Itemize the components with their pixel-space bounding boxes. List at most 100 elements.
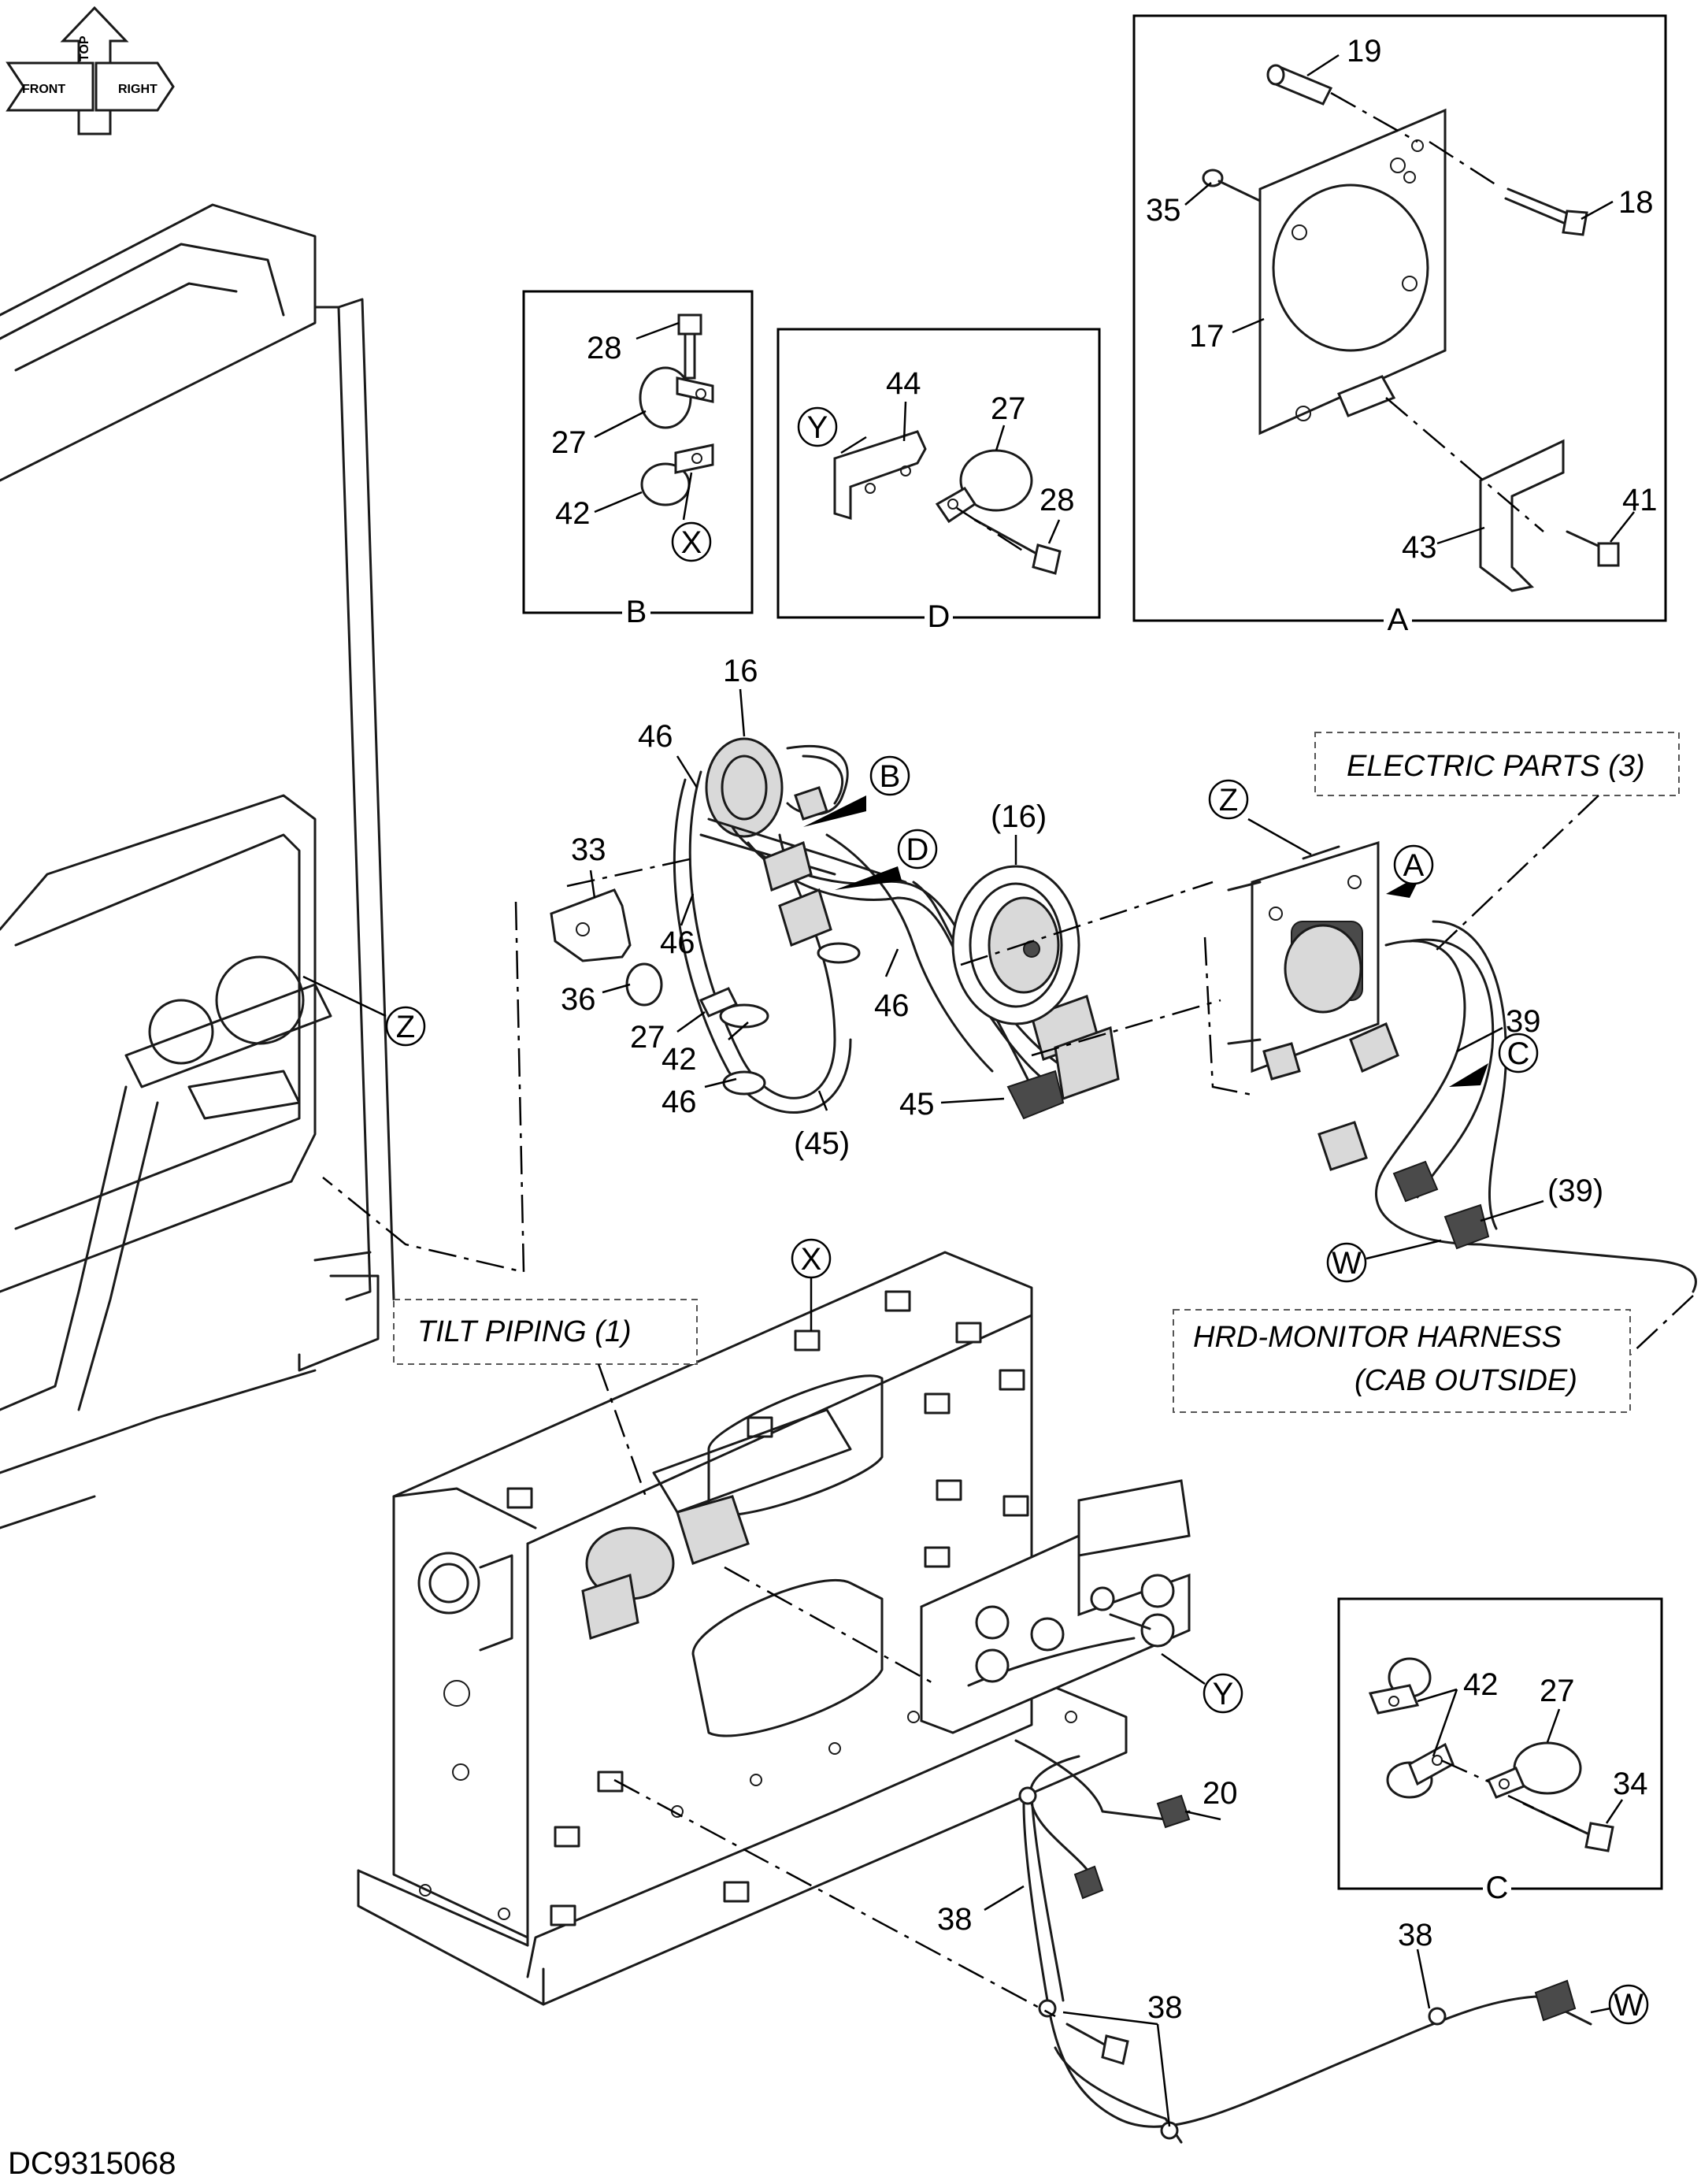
callout-43: 43 [1402, 530, 1437, 565]
ref-circle-z-right [1208, 779, 1249, 820]
detail-a-label: A [1388, 603, 1409, 637]
callout-27-d: 27 [991, 391, 1026, 426]
orient-front-label: FRONT [22, 83, 65, 96]
ref-circle-c [1498, 1033, 1539, 1073]
callout-45-ref: (45) [794, 1126, 850, 1161]
clip-36 [625, 962, 663, 1007]
callout-17: 17 [1189, 319, 1225, 354]
callout-46-mid: 46 [660, 925, 695, 960]
bolt-28-b [677, 313, 702, 380]
detail-d-frame: D 44 Y 27 28 [776, 328, 1101, 634]
callout-41: 41 [1622, 483, 1658, 517]
callout-28-b: 28 [587, 331, 622, 365]
ref-circle-w-bottom [1608, 1984, 1649, 2025]
callout-20: 20 [1203, 1776, 1238, 1811]
callout-38-right: 38 [1398, 1918, 1433, 1952]
callout-42-main: 42 [662, 1042, 697, 1077]
bracket-33 [550, 888, 632, 962]
orient-top-label: TOP [78, 35, 91, 61]
ref-circle-x-b [671, 521, 712, 562]
callout-35: 35 [1146, 193, 1181, 228]
callout-46-top: 46 [638, 719, 673, 754]
electric-parts-note-box [1314, 732, 1680, 796]
ref-z-left-group: Z [302, 975, 426, 1047]
clip-42-c-upper [1368, 1657, 1432, 1715]
ref-d: D [906, 832, 929, 867]
callout-36: 36 [561, 982, 596, 1017]
hrd-harness-note-line2: (CAB OUTSIDE) [1354, 1364, 1577, 1397]
ref-c: C [1507, 1036, 1530, 1071]
bolt-18 [1504, 187, 1588, 236]
ref-w-top: W [1332, 1246, 1362, 1281]
ref-x-b: X [681, 525, 702, 560]
clamp-27-d [935, 449, 1033, 524]
callout-16-ref: (16) [991, 799, 1047, 834]
ref-z-left: Z [396, 1010, 415, 1044]
detail-b-frame: B 28 27 42 X [522, 290, 754, 629]
clip-42-c-lower [1386, 1742, 1455, 1799]
detail-c-label: C [1486, 1871, 1509, 1905]
clip-42-b [640, 443, 714, 506]
callout-45: 45 [899, 1087, 935, 1122]
electric-parts-note: ELECTRIC PARTS (3) [1347, 750, 1645, 783]
ref-circle-w-top [1326, 1242, 1367, 1283]
drawing-code: DC9315068 [8, 2146, 176, 2181]
detail-d-label: D [928, 599, 951, 634]
ref-y-base: Y [1213, 1677, 1234, 1711]
connector-20 [1156, 1794, 1191, 1829]
detail-a-frame: A [1132, 14, 1667, 637]
monitor-harness-assembly: 16 46 B D (16) 33 46 36 27 42 46 46 (45)… [550, 654, 1120, 1161]
bolt-28-d [973, 518, 1062, 575]
callout-38-left: 38 [937, 1902, 973, 1937]
ref-y-d: Y [807, 410, 828, 445]
ref-z-right: Z [1219, 783, 1238, 818]
tilt-bracket-plate: Y [724, 1479, 1243, 1734]
electric-parts-assembly: ELECTRIC PARTS (3) A Z C 39 [1173, 732, 1697, 1413]
callout-27-c: 27 [1540, 1674, 1575, 1708]
bracket-43 [1479, 439, 1565, 592]
callout-39: 39 [1506, 1004, 1541, 1039]
callout-19: 19 [1347, 34, 1382, 69]
ref-circle-y-base [1203, 1673, 1243, 1714]
monitor-bracket-plate [1258, 108, 1447, 436]
bracket-44 [833, 430, 927, 521]
callout-33: 33 [571, 832, 606, 867]
clamp-27-b [639, 366, 714, 429]
callout-38-bottom: 38 [1147, 1990, 1183, 2025]
callout-46-bottom: 46 [662, 1085, 697, 1119]
bolt-38 [1065, 2023, 1129, 2065]
ref-circle-y-d [797, 406, 838, 447]
cab-frame-structure [0, 203, 395, 1530]
spacer-19 [1266, 64, 1333, 106]
detail-c-frame: C 42 27 34 [1337, 1597, 1663, 1905]
callout-44: 44 [886, 366, 921, 401]
grommet-16 [951, 865, 1080, 1025]
callout-27-b: 27 [551, 425, 587, 460]
connector-16 [705, 737, 784, 838]
mounting-phantom-lines [322, 857, 1253, 1274]
callout-42-c: 42 [1463, 1667, 1499, 1702]
tilt-piping-note: TILT PIPING (1) [417, 1315, 632, 1348]
clamp-27-c [1487, 1741, 1582, 1799]
ref-b: B [880, 759, 901, 794]
callout-46-right: 46 [874, 988, 910, 1023]
ref-circle-b [869, 755, 910, 796]
bolt-34 [1522, 1802, 1614, 1852]
ref-circle-x-base [791, 1238, 832, 1279]
callout-27-main: 27 [630, 1020, 665, 1055]
ref-w-bottom: W [1614, 1988, 1644, 2023]
ref-circle-d [897, 829, 938, 870]
bolt-35 [1202, 169, 1262, 202]
hrd-harness-note-line1: HRD-MONITOR HARNESS [1193, 1321, 1562, 1354]
ref-circle-z-left [385, 1006, 426, 1047]
ref-x-base: X [801, 1242, 822, 1277]
callout-42-b: 42 [555, 496, 591, 531]
ref-a: A [1403, 848, 1425, 883]
orientation-icon: FRONT TOP RIGHT [6, 6, 175, 135]
callout-39-ref: (39) [1547, 1174, 1603, 1208]
callout-28-d: 28 [1040, 483, 1075, 517]
bolt-41 [1566, 530, 1620, 567]
orient-right-label: RIGHT [118, 83, 158, 96]
tilt-piping-note-box [393, 1299, 698, 1365]
